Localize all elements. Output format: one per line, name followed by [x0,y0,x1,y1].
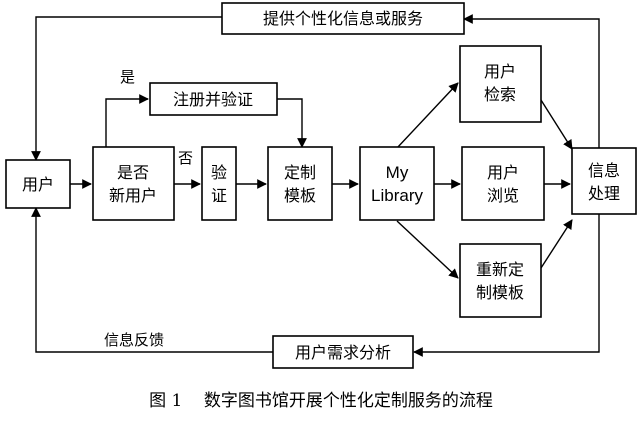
edge-label-yes: 是 [120,68,135,86]
node-label-line1: 用户 [484,62,516,81]
edge-mylibrary-to-search [396,82,459,149]
node-label-line2: 证 [211,186,227,205]
node-label: 注册并验证 [173,90,253,109]
node-label: 用户需求分析 [295,343,391,362]
edge-needs-analysis-to-user [31,207,273,353]
node-label-line2: 浏览 [487,186,519,205]
edge-process-to-top-service [463,14,600,148]
node-is-new-user: 是否 新用户 [92,146,175,221]
node-label-line1: My [386,163,409,182]
node-label-line1: 信息 [588,161,620,180]
edge-top-service-to-user [31,16,222,161]
edge-process-to-needs-analysis [413,214,600,357]
node-my-library: My Library [359,146,435,221]
node-register: 注册并验证 [149,82,278,116]
node-top-service: 提供个性化信息或服务 [221,2,465,35]
node-user-search: 用户 检索 [459,45,542,123]
edge-label-no: 否 [178,149,193,167]
node-label-line2: 检索 [484,85,516,104]
edge-search-to-process [540,99,573,150]
node-verify: 验 证 [201,146,237,221]
node-label-line2: Library [371,186,423,205]
edge-is-new-to-register [105,94,149,147]
node-label-line1: 重新定 [476,260,524,279]
node-label-line2: 制模板 [476,283,524,302]
node-label-line1: 验 [211,163,227,182]
node-label: 提供个性化信息或服务 [263,9,423,28]
edge-mylibrary-to-reset [396,220,459,279]
node-needs-analysis: 用户需求分析 [272,335,414,369]
node-label-line2: 模板 [284,186,316,205]
figure-caption: 图 1 数字图书馆开展个性化定制服务的流程 [149,391,493,411]
edge-register-to-template [277,98,307,148]
node-user: 用户 [5,159,71,209]
node-label-line1: 定制 [284,163,316,182]
node-label-line1: 是否 [117,163,149,182]
node-label-line2: 处理 [588,184,620,203]
connectors [31,14,600,357]
node-user-browse: 用户 浏览 [461,146,545,221]
node-info-process: 信息 处理 [571,147,637,215]
node-custom-template: 定制 模板 [267,146,333,221]
edge-label-feedback: 信息反馈 [104,331,164,349]
node-label: 用户 [22,175,54,194]
edge-reset-to-process [540,219,573,269]
node-reset-template: 重新定 制模板 [459,243,542,318]
node-label-line1: 用户 [487,163,519,182]
node-label-line2: 新用户 [109,186,157,205]
